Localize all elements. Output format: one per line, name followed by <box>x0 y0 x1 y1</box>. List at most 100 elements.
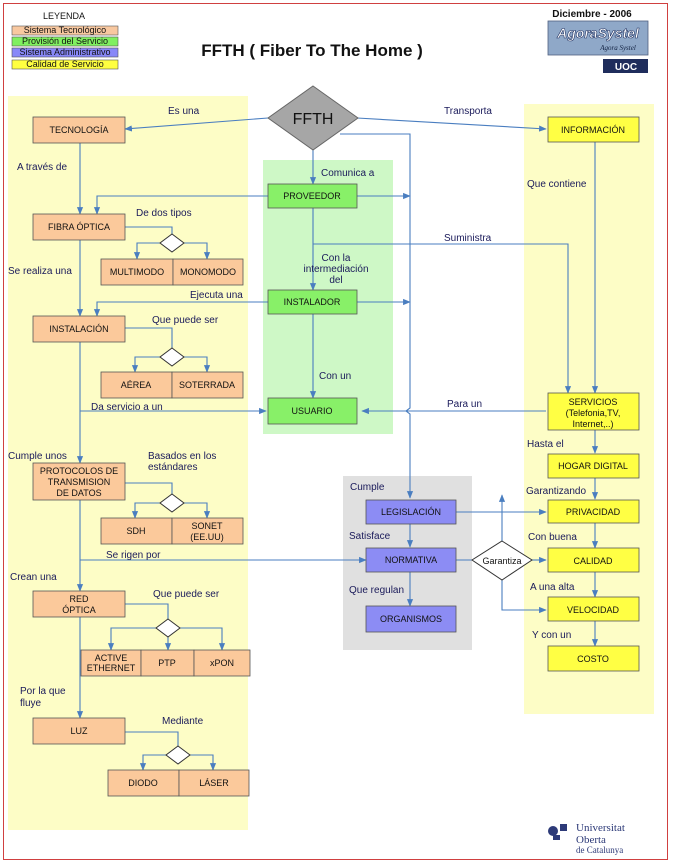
legend-title: LEYENDA <box>43 11 85 21</box>
svg-text:LÁSER: LÁSER <box>199 778 229 788</box>
svg-text:HOGAR DIGITAL: HOGAR DIGITAL <box>558 461 628 471</box>
svg-text:De dos tipos: De dos tipos <box>136 208 192 219</box>
svg-text:Es una: Es una <box>168 106 200 117</box>
svg-text:FIBRA ÓPTICA: FIBRA ÓPTICA <box>48 222 110 232</box>
svg-text:ÓPTICA: ÓPTICA <box>62 605 96 615</box>
svg-text:intermediación: intermediación <box>303 264 368 275</box>
svg-text:NORMATIVA: NORMATIVA <box>385 555 437 565</box>
uoc-university-logo: Universitat Oberta de Catalunya <box>548 822 625 855</box>
node-instalador <box>267 289 358 315</box>
node-hogar <box>547 453 640 479</box>
svg-text:MULTIMODO: MULTIMODO <box>110 267 164 277</box>
svg-text:Con buena: Con buena <box>528 532 577 543</box>
node-privacidad <box>547 499 640 524</box>
legend-item-admin: Sistema Administrativo <box>19 47 110 57</box>
node-aerea <box>100 371 173 399</box>
svg-text:Internet,..): Internet,..) <box>572 419 613 429</box>
uoc-emblem-icon <box>548 824 567 840</box>
svg-text:Garantiza: Garantiza <box>482 556 521 566</box>
svg-text:Suministra: Suministra <box>444 233 492 244</box>
svg-text:Con la: Con la <box>322 253 351 264</box>
svg-text:Basados en los: Basados en los <box>148 451 216 462</box>
svg-text:Ejecuta una: Ejecuta una <box>190 290 243 301</box>
svg-text:Por la que: Por la que <box>20 686 66 697</box>
svg-text:DIODO: DIODO <box>128 778 158 788</box>
svg-text:de Catalunya: de Catalunya <box>576 845 623 855</box>
node-active <box>80 649 142 677</box>
svg-text:Que puede ser: Que puede ser <box>153 589 220 600</box>
svg-text:Cumple unos: Cumple unos <box>8 451 67 462</box>
page-frame <box>3 3 668 860</box>
svg-text:LUZ: LUZ <box>70 726 88 736</box>
svg-text:Comunica a: Comunica a <box>321 168 375 179</box>
node-multimodo <box>100 258 174 286</box>
svg-text:Da servicio a un: Da servicio a un <box>91 402 163 413</box>
svg-text:INSTALACIÓN: INSTALACIÓN <box>49 324 108 334</box>
svg-text:SONET: SONET <box>191 521 223 531</box>
legend-item-tech: Sistema Tecnológico <box>24 25 106 35</box>
svg-text:Mediante: Mediante <box>162 716 204 727</box>
svg-text:Universitat: Universitat <box>576 822 625 834</box>
svg-text:USUARIO: USUARIO <box>291 406 332 416</box>
node-servicios <box>547 392 640 431</box>
node-monomodo <box>172 258 244 286</box>
svg-text:SERVICIOS: SERVICIOS <box>569 397 618 407</box>
edge-labels: Es una Transporta A través de Comunica a… <box>8 106 587 727</box>
svg-text:Transporta: Transporta <box>444 106 492 117</box>
svg-text:CALIDAD: CALIDAD <box>573 556 613 566</box>
svg-text:Garantizando: Garantizando <box>526 486 586 497</box>
svg-text:Para un: Para un <box>447 399 482 410</box>
svg-text:ETHERNET: ETHERNET <box>87 663 136 673</box>
svg-text:DE DATOS: DE DATOS <box>56 488 101 498</box>
svg-text:FFTH: FFTH <box>293 111 334 128</box>
svg-text:A través de: A través de <box>17 162 67 173</box>
svg-text:LEGISLACIÓN: LEGISLACIÓN <box>381 507 441 517</box>
node-normativa <box>365 547 457 573</box>
svg-text:VELOCIDAD: VELOCIDAD <box>567 605 620 615</box>
agorasystel-logo: AgoraSystel Agora Systel <box>547 20 649 56</box>
node-legislacion <box>365 499 457 525</box>
svg-text:SDH: SDH <box>126 526 145 536</box>
node-red <box>32 590 126 618</box>
node-velocidad <box>547 596 640 622</box>
svg-text:(EE.UU): (EE.UU) <box>190 532 224 542</box>
node-instalacion <box>32 315 126 343</box>
svg-text:A una alta: A una alta <box>530 582 575 593</box>
node-proveedor <box>267 183 358 209</box>
svg-text:SOTERRADA: SOTERRADA <box>179 380 235 390</box>
svg-text:UOC: UOC <box>615 62 637 73</box>
svg-text:ACTIVE: ACTIVE <box>95 653 128 663</box>
svg-text:TRANSMISION: TRANSMISION <box>48 477 111 487</box>
uoc-badge: UOC <box>603 59 648 73</box>
svg-text:Se rigen por: Se rigen por <box>106 550 161 561</box>
node-usuario <box>267 397 358 425</box>
node-xpon <box>193 649 251 677</box>
svg-text:PTP: PTP <box>158 658 176 668</box>
logo-name: AgoraSystel <box>556 25 640 41</box>
svg-text:TECNOLOGÍA: TECNOLOGÍA <box>49 125 108 135</box>
svg-text:Satisface: Satisface <box>349 531 391 542</box>
svg-text:Hasta el: Hasta el <box>527 439 564 450</box>
node-garantiza: Garantiza <box>471 540 533 581</box>
node-ptp <box>140 649 195 677</box>
svg-text:Y con un: Y con un <box>532 630 571 641</box>
svg-text:del: del <box>329 275 342 286</box>
node-laser <box>178 769 250 797</box>
svg-text:PROVEEDOR: PROVEEDOR <box>283 191 341 201</box>
svg-text:INSTALADOR: INSTALADOR <box>284 297 341 307</box>
date-label: Diciembre - 2006 <box>552 9 632 20</box>
legend-item-prov: Provisión del Servicio <box>22 36 108 46</box>
svg-text:Oberta: Oberta <box>576 834 606 846</box>
svg-text:PRIVACIDAD: PRIVACIDAD <box>566 507 621 517</box>
svg-text:estándares: estándares <box>148 462 197 473</box>
node-soterrada <box>171 371 244 399</box>
node-organismos <box>365 605 457 633</box>
node-calidad <box>547 547 640 573</box>
svg-text:Se realiza una: Se realiza una <box>8 266 72 277</box>
connectors <box>76 117 599 771</box>
svg-text:Que puede ser: Que puede ser <box>152 315 219 326</box>
svg-text:Crean una: Crean una <box>10 572 57 583</box>
node-costo <box>547 645 640 672</box>
svg-text:fluye: fluye <box>20 698 42 709</box>
branch-diamonds <box>155 233 191 765</box>
